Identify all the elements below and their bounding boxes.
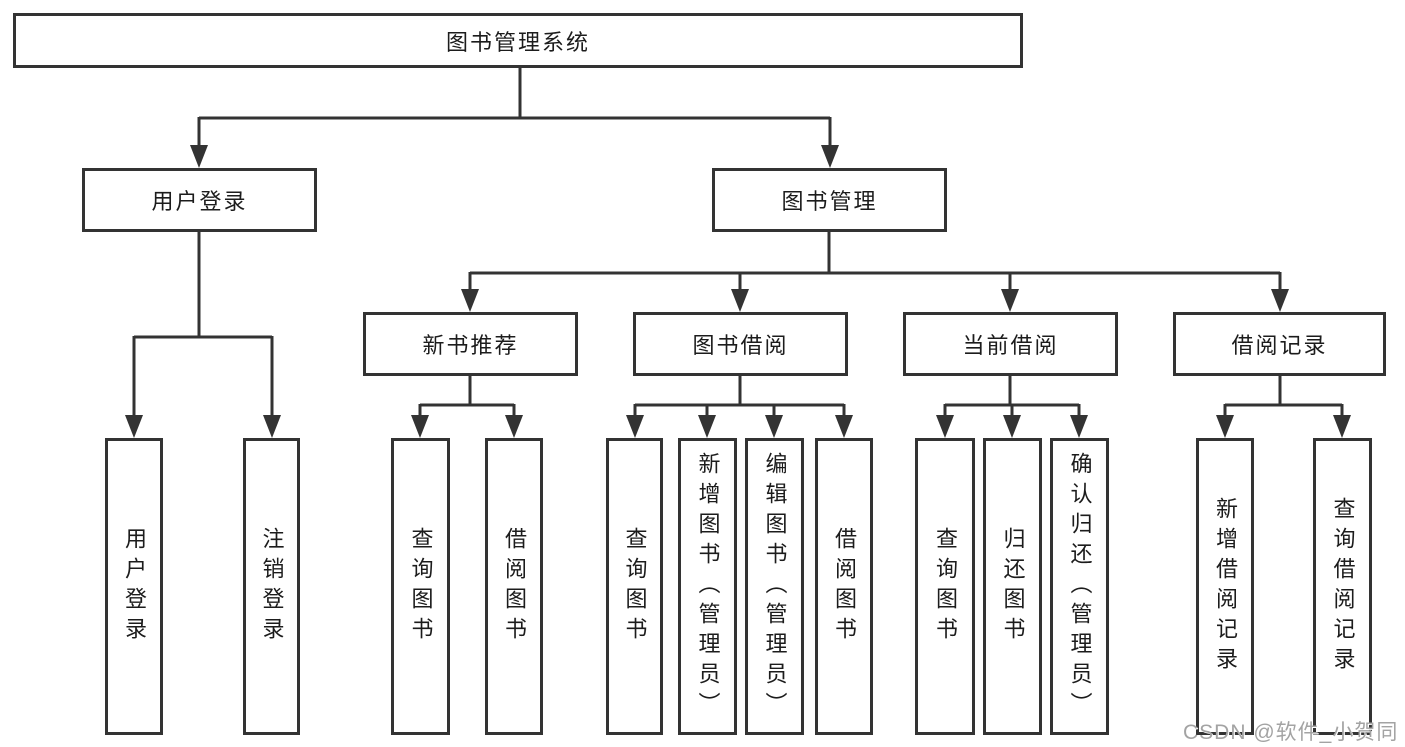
node-book-management: 图书管理 (712, 168, 947, 232)
node-add-borrow-record: 新增借阅记录 (1196, 438, 1254, 735)
node-query-books-recommend: 查询图书 (391, 438, 450, 735)
node-query-books-current: 查询图书 (915, 438, 975, 735)
arrowhead-icons (125, 145, 1351, 438)
node-query-books-borrowing: 查询图书 (606, 438, 663, 735)
node-add-book-admin: 新增图书（管理员） (678, 438, 737, 735)
node-borrow-books-recommend: 借阅图书 (485, 438, 543, 735)
node-user-login: 用户登录 (82, 168, 317, 232)
watermark: CSDN @软件_小贺同学 (1183, 721, 1399, 744)
node-query-borrow-record: 查询借阅记录 (1313, 438, 1372, 735)
node-user-login-action: 用户登录 (105, 438, 163, 735)
node-new-book-recommend: 新书推荐 (363, 312, 578, 376)
node-logout-action: 注销登录 (243, 438, 300, 735)
node-book-borrowing: 图书借阅 (633, 312, 848, 376)
node-edit-book-admin: 编辑图书（管理员） (745, 438, 804, 735)
node-return-books: 归还图书 (983, 438, 1042, 735)
node-root: 图书管理系统 (13, 13, 1023, 68)
node-borrow-books-borrowing: 借阅图书 (815, 438, 873, 735)
node-current-borrowing: 当前借阅 (903, 312, 1118, 376)
node-borrowing-records: 借阅记录 (1173, 312, 1386, 376)
node-confirm-return-admin: 确认归还（管理员） (1050, 438, 1109, 735)
